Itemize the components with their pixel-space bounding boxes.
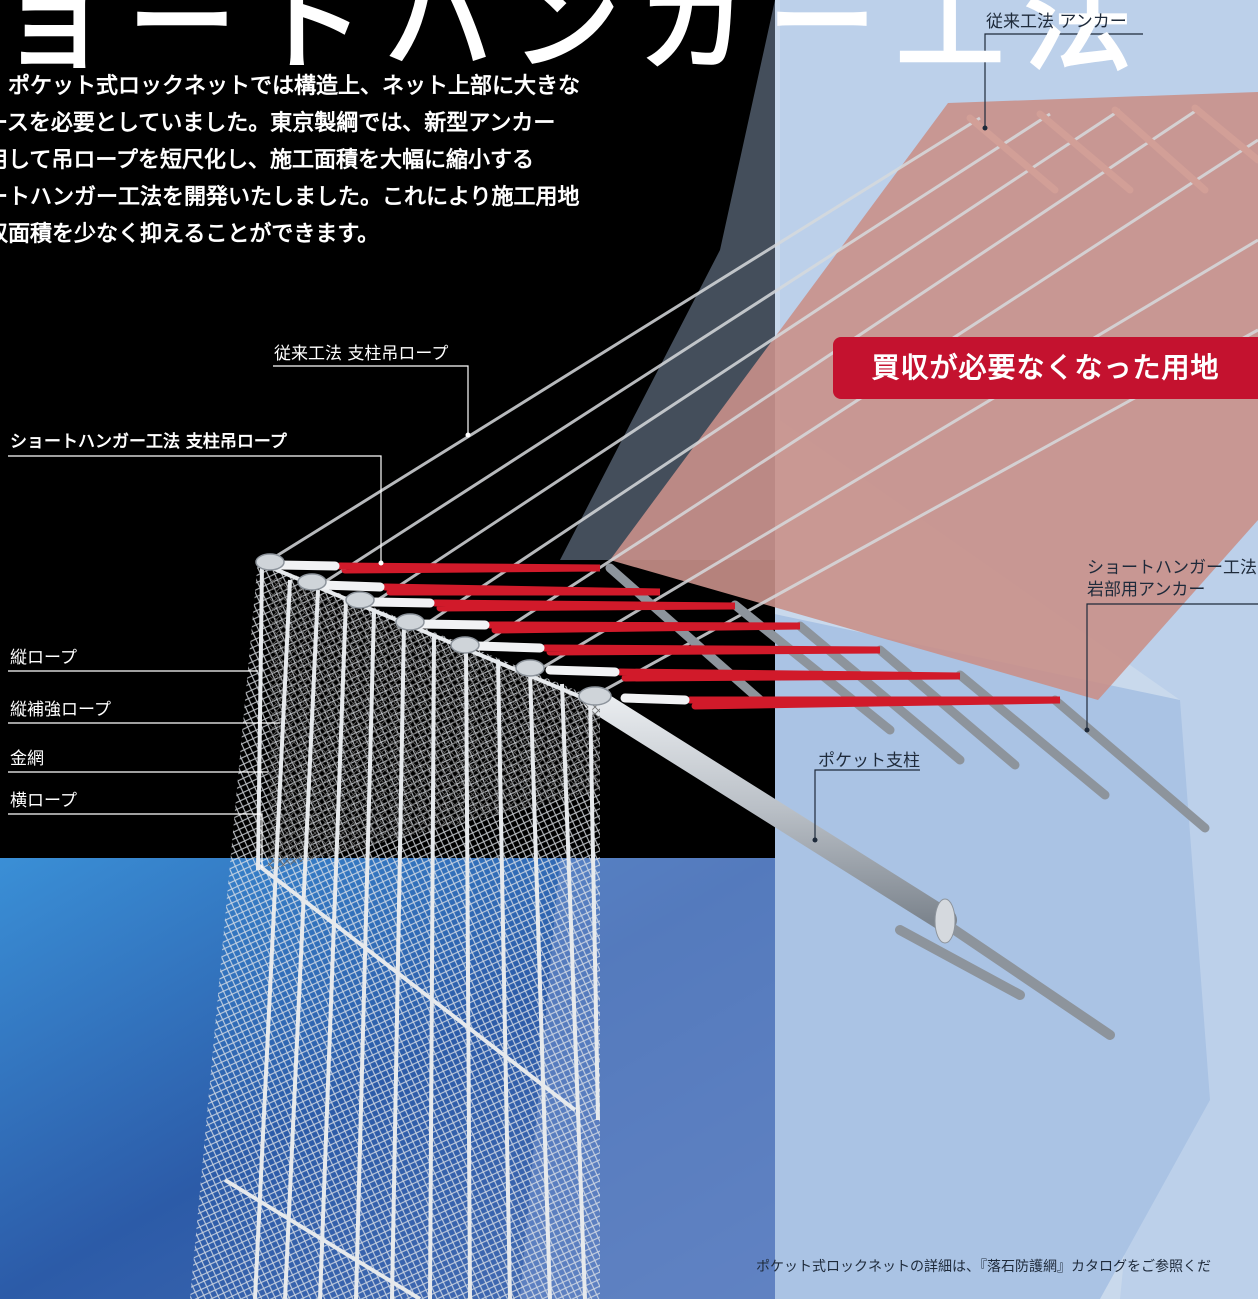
- leader-conventional-rope: [273, 365, 469, 435]
- leader-lines: [8, 33, 1258, 868]
- conventional-rope: [269, 116, 981, 562]
- label-conventional-rope: 従来工法 支柱吊ロープ: [274, 344, 449, 364]
- label-vertical-rope: 縦ロープ: [10, 648, 77, 668]
- turnbuckles: [275, 560, 690, 705]
- footnote: ポケット式ロックネットの詳細は、『落石防護網』カタログをご参照くだ: [756, 1259, 1211, 1275]
- conventional-rope: [319, 112, 1051, 587]
- post-caps: [255, 553, 612, 706]
- page-title: ョートハンガー工法: [0, 0, 1153, 86]
- short-hanger-ropes: [336, 562, 1061, 710]
- leader-conventional-anchor: [984, 33, 1143, 128]
- conventional-anchor: [1191, 104, 1258, 164]
- short-hanger-rope: [486, 621, 801, 634]
- conventional-rope: [369, 108, 1121, 607]
- vertical-ropes: [253, 564, 600, 1299]
- rock-anchor: [875, 645, 1020, 770]
- label-pocket-post: ポケット支柱: [818, 751, 920, 771]
- short-hanger-rope: [431, 599, 736, 612]
- label-vertical-reinforce-rope: 縦補強ロープ: [10, 700, 111, 720]
- intro-line: ートハンガー工法を開発いたしました。これにより施工用地: [0, 185, 580, 210]
- short-hanger-rope: [686, 696, 1061, 710]
- intro-line: 用して吊ロープを短尺化し、施工面積を大幅に縮小する: [0, 148, 535, 173]
- label-short-hanger-rope: ショートハンガー工法 支柱吊ロープ: [10, 432, 287, 452]
- pocket-post: [583, 688, 957, 932]
- short-hanger-rope: [541, 644, 881, 656]
- short-hanger-rope: [381, 583, 661, 596]
- rock-anchor: [955, 670, 1110, 800]
- conventional-rope: [419, 106, 1201, 630]
- intro-line: 収面積を少なく抑えることができます。: [0, 222, 380, 247]
- leader-pocket-post: [814, 769, 920, 840]
- conventional-anchor: [1036, 110, 1134, 194]
- conventional-anchor: [1111, 106, 1209, 194]
- label-wire-mesh: 金網: [10, 749, 44, 769]
- leader-short-hanger-rope: [8, 455, 382, 563]
- label-short-hanger-anchor-line1: ショートハンガー工法: [1087, 558, 1257, 578]
- short-hanger-rope: [336, 562, 601, 574]
- label-short-hanger-anchor-line2: 岩部用アンカー: [1087, 580, 1206, 600]
- short-hanger-rope: [616, 668, 961, 682]
- post-underground-rods: [895, 915, 1115, 1040]
- leader-horizontal-rope: [8, 813, 263, 868]
- leader-dots: [378, 125, 1090, 843]
- intro-line: ースを必要としていました。東京製綱では、新型アンカー: [0, 111, 556, 136]
- unneeded-land-badge: 買収が必要なくなった用地: [833, 337, 1258, 399]
- leader-rock-anchor: [1086, 603, 1258, 730]
- post-plate: [934, 898, 956, 944]
- intro-line: 、ポケット式ロックネットでは構造上、ネット上部に大きな: [0, 74, 581, 99]
- rock-anchor: [1050, 695, 1210, 833]
- label-conventional-anchor: 従来工法 アンカー: [986, 12, 1127, 32]
- label-horizontal-rope: 横ロープ: [10, 791, 77, 811]
- intro-text: 、ポケット式ロックネットでは構造上、ネット上部に大きな ースを必要としていました…: [0, 68, 646, 253]
